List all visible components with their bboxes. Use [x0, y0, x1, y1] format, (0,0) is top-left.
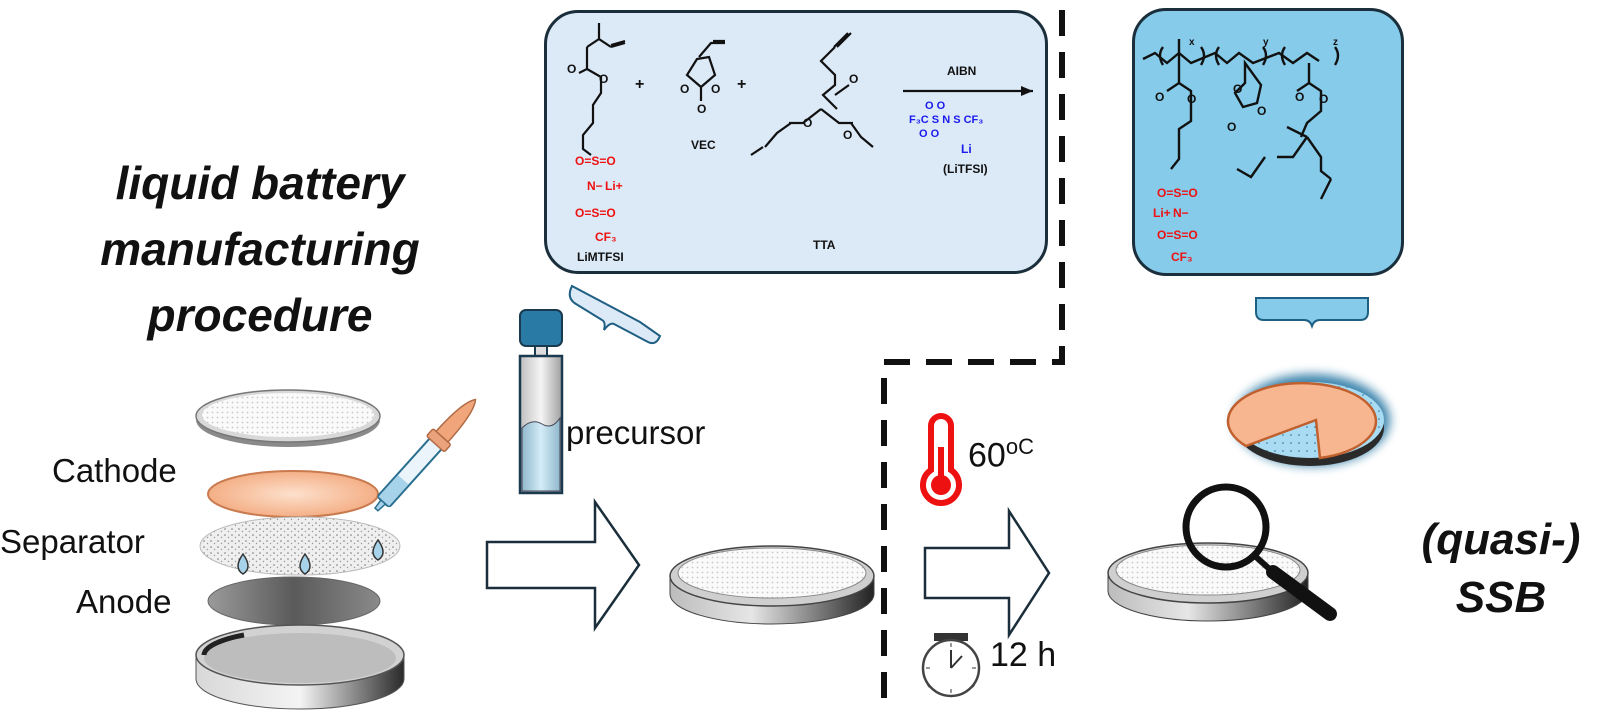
process-arrow-1 — [485, 498, 641, 632]
svg-text:O: O — [1295, 90, 1304, 104]
assembled-coin-cell — [669, 545, 875, 625]
monomer-label-limtfsi: LiMTFSI — [577, 250, 624, 264]
atom-N-minus: N− — [587, 179, 603, 193]
cut-electrode-disk — [1226, 374, 1390, 466]
svg-text:O: O — [803, 116, 812, 130]
dropper-icon — [373, 398, 477, 512]
droplet-icon — [299, 552, 311, 575]
atom-CF3: CF₃ — [1171, 250, 1193, 264]
magnifier-icon — [1182, 483, 1337, 621]
atom-Li: Li — [961, 142, 972, 156]
title-line-1: liquid battery — [115, 157, 405, 209]
precursor-label: precursor — [566, 414, 706, 451]
temperature-unit: oC — [1005, 434, 1034, 459]
svg-text:O: O — [843, 128, 852, 142]
anode-disk — [207, 576, 381, 626]
svg-text:O: O — [1319, 92, 1328, 106]
process-arrow-2 — [923, 506, 1051, 640]
svg-text:O O: O O — [925, 100, 946, 112]
separator-label: Separator — [0, 523, 145, 560]
temperature-label: 60oC — [968, 434, 1034, 475]
svg-text:O: O — [697, 102, 706, 116]
svg-text:O=S=O: O=S=O — [575, 206, 616, 220]
atom-O: O — [599, 72, 608, 86]
plus-sign: + — [737, 76, 746, 93]
cathode-disk — [207, 470, 379, 518]
svg-text:O: O — [1233, 82, 1242, 96]
svg-text:O: O — [1155, 90, 1164, 104]
time-label: 12 h — [990, 636, 1057, 674]
anode-label: Anode — [76, 583, 172, 620]
svg-text:F₃C S N S CF₃: F₃C S N S CF₃ — [909, 114, 983, 126]
polymer-structure: x y z O O O O O O O O=S=O Li+ N− O=S=O C… — [1142, 37, 1340, 264]
separator-disk — [199, 516, 401, 576]
subscript-y: y — [1263, 37, 1269, 48]
svg-text:O: O — [680, 82, 689, 96]
cathode-label: Cathode — [52, 452, 177, 489]
monomer-structures: O O O=S=O N− Li+ O=S=O CF₃ LiMTFSI + O O… — [567, 23, 1033, 264]
callout-bracket-polymer — [1255, 297, 1369, 330]
atom-Li-plus: Li+ — [1153, 206, 1171, 220]
salt-label: (LiTFSI) — [943, 162, 988, 176]
callout-bracket-monomer — [568, 284, 662, 345]
atom-N-minus: N− — [1173, 206, 1189, 220]
atom-Li-plus: Li+ — [605, 179, 623, 193]
monomer-scheme-box: O O O=S=O N− Li+ O=S=O CF₃ LiMTFSI + O O… — [544, 10, 1048, 274]
exploded-coin-cell — [195, 389, 405, 710]
bottom-can — [195, 624, 405, 710]
diagram-title: liquid battery manufacturing procedure — [50, 150, 470, 348]
svg-text:O: O — [1187, 92, 1196, 106]
top-cap — [195, 389, 381, 447]
droplet-icon — [237, 552, 249, 575]
title-line-3: procedure — [147, 289, 373, 341]
precursor-vial-icon — [518, 309, 564, 495]
svg-text:O: O — [1257, 104, 1266, 118]
temperature-value: 60 — [968, 436, 1006, 475]
stopwatch-icon — [921, 633, 981, 698]
svg-text:O: O — [711, 82, 720, 96]
svg-text:O=S=O: O=S=O — [1157, 186, 1198, 200]
svg-text:O=S=O: O=S=O — [1157, 228, 1198, 242]
dashed-divider — [881, 10, 1065, 712]
svg-text:O: O — [849, 72, 858, 86]
product-label-line-2: SSB — [1455, 573, 1547, 622]
subscript-z: z — [1333, 37, 1338, 48]
thermometer-icon — [920, 413, 962, 506]
subscript-x: x — [1189, 37, 1195, 48]
atom-O: O — [567, 62, 576, 76]
initiator-label: AIBN — [947, 64, 976, 78]
monomer-label-vec: VEC — [691, 138, 716, 152]
svg-text:O=S=O: O=S=O — [575, 154, 616, 168]
product-label: (quasi-) SSB — [1395, 511, 1607, 627]
svg-text:O O: O O — [919, 128, 940, 140]
product-label-line-1: (quasi-) — [1421, 515, 1581, 564]
polymer-scheme-box: x y z O O O O O O O O=S=O Li+ N− O=S=O C… — [1132, 8, 1404, 276]
plus-sign: + — [635, 76, 644, 93]
svg-text:O: O — [1227, 120, 1236, 134]
monomer-label-tta: TTA — [813, 238, 836, 252]
droplet-icon — [372, 538, 384, 561]
atom-CF3: CF₃ — [595, 230, 617, 244]
title-line-2: manufacturing — [100, 223, 420, 275]
